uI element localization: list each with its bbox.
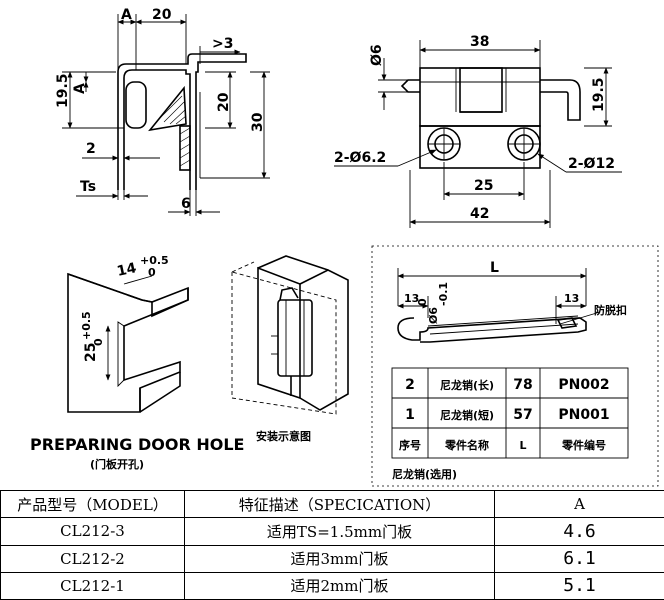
spec-header-spec: 特征描述（SPECICATION） bbox=[184, 489, 495, 519]
spec-a: 5.1 bbox=[494, 571, 664, 600]
dim-13-right: 13 bbox=[564, 292, 579, 305]
tol-14-lower: 0 bbox=[148, 266, 156, 279]
parts-table-cell: 1 bbox=[405, 407, 415, 423]
tol-pin-lower: -0.1 bbox=[437, 282, 450, 306]
pin-caption: 尼龙销(选用) bbox=[392, 467, 457, 481]
dim-ts: Ts bbox=[80, 179, 96, 195]
door-hole-title: PREPARING DOOR HOLE bbox=[30, 435, 244, 454]
door-hole-drawing: 14 +0.5 0 25 +0.5 0 PREPARING DOOR HOLE … bbox=[30, 254, 244, 471]
dim-25-hole: 25 bbox=[83, 343, 99, 362]
parts-table bbox=[391, 367, 629, 459]
dim-38: 38 bbox=[470, 34, 489, 50]
dim-2-d12: 2-Ø12 bbox=[568, 156, 615, 172]
parts-table-cell: 2 bbox=[405, 377, 415, 393]
dim-2-d6-2: 2-Ø6.2 bbox=[334, 150, 386, 166]
hinge-drawing: A 20 >3 19.5 bbox=[30, 7, 659, 487]
dim-20-vertical: 20 bbox=[216, 92, 232, 112]
spec-model: CL212-2 bbox=[0, 544, 185, 573]
spec-model: CL212-1 bbox=[0, 571, 185, 600]
pin-dia: Ø6 bbox=[427, 307, 440, 324]
spec-desc: 适用3mm门板 bbox=[184, 544, 495, 573]
parts-table-cell: L bbox=[519, 439, 526, 452]
dim-2: 2 bbox=[86, 141, 96, 157]
spec-a: 4.6 bbox=[494, 517, 664, 546]
parts-table-cell: PN002 bbox=[558, 377, 609, 393]
anti-drop-label: 防脱扣 bbox=[594, 303, 627, 317]
spec-header-a: A bbox=[494, 489, 664, 519]
dim-a-top: A bbox=[121, 7, 132, 23]
dim-6: 6 bbox=[181, 196, 191, 212]
parts-table-cell: 尼龙销(长) bbox=[440, 378, 494, 392]
table-row: CL212-2 适用3mm门板 6.1 bbox=[0, 544, 664, 573]
spec-desc: 适用TS=1.5mm门板 bbox=[184, 517, 495, 546]
spec-a: 6.1 bbox=[494, 544, 664, 573]
dim-42: 42 bbox=[470, 206, 489, 222]
dim-19-5-left: 19.5 bbox=[55, 73, 71, 108]
dim-19-5-right: 19.5 bbox=[591, 77, 607, 112]
tol-25-upper: +0.5 bbox=[80, 311, 93, 340]
install-caption: 安装示意图 bbox=[256, 429, 311, 443]
dim-gt3: >3 bbox=[212, 36, 233, 52]
section-view: A 20 >3 19.5 bbox=[55, 7, 270, 216]
dim-14: 14 bbox=[116, 260, 139, 280]
dim-a-side: A bbox=[72, 83, 88, 94]
dim-25: 25 bbox=[474, 178, 493, 194]
tol-pin-upper: 0 bbox=[416, 298, 429, 306]
spec-desc: 适用2mm门板 bbox=[184, 571, 495, 600]
parts-table-cell: 序号 bbox=[399, 438, 421, 452]
dim-20-top: 20 bbox=[152, 7, 172, 23]
parts-table-cell: 零件编号 bbox=[561, 438, 606, 452]
tol-25-lower: 0 bbox=[92, 338, 105, 346]
dim-30: 30 bbox=[250, 112, 266, 132]
parts-table-cell: 尼龙销(短) bbox=[440, 408, 494, 422]
spec-table: 产品型号（MODEL） 特征描述（SPECICATION） A CL212-3 … bbox=[0, 489, 664, 600]
tol-14-upper: +0.5 bbox=[140, 254, 169, 267]
parts-table-cell: 57 bbox=[513, 407, 532, 423]
dim-13-left: 13 bbox=[404, 292, 419, 305]
parts-table-cell: PN001 bbox=[558, 407, 609, 423]
install-diagram: 安装示意图 bbox=[231, 255, 349, 443]
table-row: CL212-3 适用TS=1.5mm门板 4.6 bbox=[0, 517, 664, 546]
spec-header-row: 产品型号（MODEL） 特征描述（SPECICATION） A bbox=[0, 489, 664, 519]
spec-header-model: 产品型号（MODEL） bbox=[0, 489, 185, 519]
pin-panel: L 13 13 防脱扣 Ø6 0 -0.1 2 尼龙销(长) 78 PN002 1 尼龙销… bbox=[371, 245, 659, 487]
door-hole-subtitle: (门板开孔) bbox=[90, 457, 144, 471]
parts-table-cell: 78 bbox=[513, 377, 532, 393]
dim-d6: Ø6 bbox=[369, 44, 385, 66]
table-row: CL212-1 适用2mm门板 5.1 bbox=[0, 571, 664, 600]
spec-model: CL212-3 bbox=[0, 517, 185, 546]
front-view: 38 Ø6 19.5 2-Ø6.2 bbox=[334, 34, 622, 228]
parts-table-cell: 零件名称 bbox=[444, 438, 489, 452]
dim-l: L bbox=[490, 260, 499, 276]
